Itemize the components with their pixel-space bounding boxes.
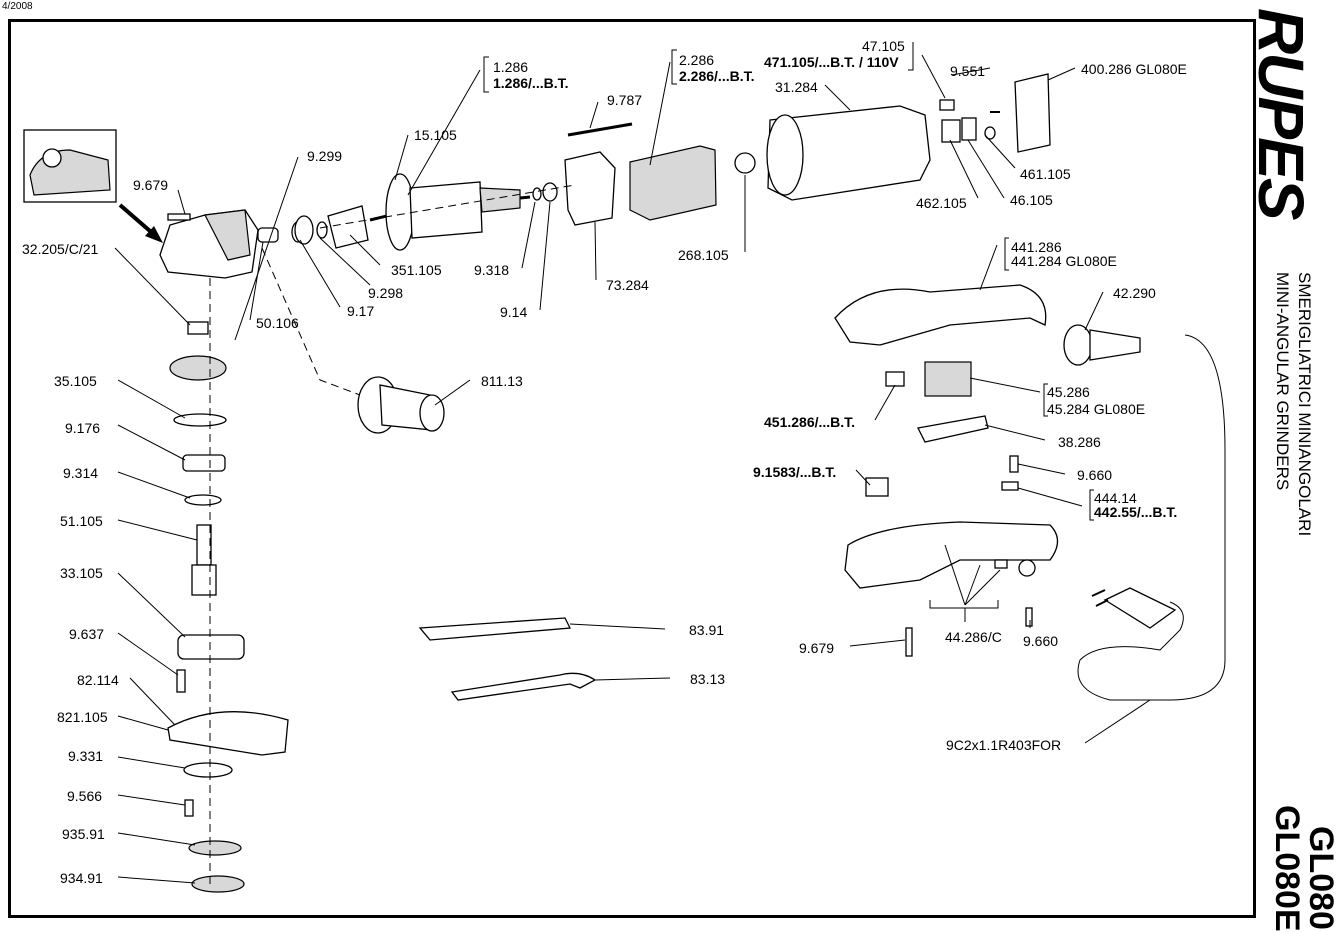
- part-label: 9.318: [474, 262, 510, 278]
- part-label: 42.290: [1113, 285, 1156, 301]
- revision-date: 4/2008: [2, 1, 33, 12]
- motor-housing: [766, 105, 931, 201]
- part-label: 451.286/...B.T.: [764, 414, 856, 430]
- part-label: 9.566: [67, 788, 103, 804]
- part-label: 9.660: [1077, 467, 1113, 483]
- part-label: 9.331: [68, 748, 104, 764]
- part-label: 442.55/...B.T.: [1094, 504, 1178, 520]
- brush-part: [939, 99, 955, 111]
- part-label: 9.551: [950, 63, 986, 79]
- part-label: 268.105: [678, 247, 729, 263]
- part-label: 471.105/...B.T. / 110V: [764, 54, 899, 70]
- switch-part: [924, 361, 972, 397]
- open-wrench: [450, 672, 597, 701]
- part-label: 9.787: [607, 92, 643, 108]
- bushing-part: [257, 227, 279, 243]
- model-number: GL080: [1302, 826, 1340, 930]
- arrow-icon: [118, 203, 163, 243]
- part-label: 35.105: [54, 373, 97, 389]
- part-label: 82.114: [77, 672, 119, 688]
- part-label: 9C2x1.1R403FOR: [946, 737, 1062, 753]
- part-label: 50.106: [256, 315, 299, 331]
- part-label: 83.91: [689, 622, 725, 638]
- pin-wrench: [418, 617, 572, 641]
- part-label: 9.314: [63, 465, 99, 481]
- part-label: 51.105: [60, 513, 103, 529]
- rear-handle-part: [834, 284, 1047, 346]
- fan-plate-part: [327, 205, 369, 249]
- part-label: 821.105: [57, 709, 108, 725]
- part-label: 45.286: [1047, 384, 1090, 400]
- terminal-part: [865, 477, 889, 497]
- part-label: 9.299: [307, 148, 343, 164]
- part-label: 47.105: [862, 38, 905, 54]
- inset-detail-view: [23, 129, 117, 203]
- part-label: 44.286/C: [945, 629, 1002, 645]
- side-handle-part: [357, 376, 445, 434]
- part-label: 46.105: [1010, 192, 1053, 208]
- power-cord: [1077, 334, 1226, 701]
- part-label: 400.286 GL080E: [1081, 61, 1187, 77]
- part-label: 934.91: [60, 870, 103, 886]
- part-label: 9.17: [347, 303, 375, 319]
- part-label: 9.637: [69, 626, 105, 642]
- part-label: 9.660: [1023, 633, 1059, 649]
- part-label: 441.286: [1011, 239, 1062, 255]
- model-number-e: GL080E: [1268, 805, 1306, 932]
- part-label: 9.176: [65, 420, 101, 436]
- part-label: 9.298: [368, 285, 404, 301]
- part-label: 811.13: [481, 373, 523, 389]
- part-label: 1.286: [493, 59, 529, 75]
- part-label: 1.286/...B.T.: [493, 75, 569, 91]
- part-label: 461.105: [1020, 166, 1071, 182]
- electronic-module: [1014, 73, 1051, 153]
- brush-holder-part: [941, 119, 961, 143]
- leader-lines: [114, 54, 1151, 884]
- part-label: 31.284: [775, 79, 818, 95]
- rod-part: [567, 122, 633, 137]
- part-label: 32.205/C/21: [22, 241, 99, 257]
- part-label: 444.14: [1094, 490, 1137, 506]
- part-label: 2.286: [679, 52, 715, 68]
- part-label: 2.286/...B.T.: [679, 68, 755, 84]
- rear-bearing-part: [734, 152, 756, 174]
- lower-handle-part: [844, 521, 1059, 589]
- bearing-part: [294, 215, 314, 245]
- part-label: 73.284: [606, 277, 649, 293]
- part-label: 441.284 GL080E: [1011, 253, 1117, 269]
- brand-logo: RUPES: [1245, 8, 1317, 219]
- diagram-frame: [8, 19, 1256, 918]
- part-label: 351.105: [391, 262, 442, 278]
- title-italian: SMERIGLIATRICI MINIANGOLARI: [1295, 272, 1314, 537]
- part-label: 15.105: [414, 127, 457, 143]
- switch-lever-part: [917, 415, 989, 443]
- part-label: 935.91: [62, 826, 105, 842]
- armature-part: [369, 173, 531, 251]
- title-english: MINI-ANGULAR GRINDERS: [1273, 272, 1292, 491]
- part-label: 462.105: [916, 195, 967, 211]
- part-label: 9.679: [799, 640, 835, 656]
- part-label: 45.284 GL080E: [1047, 401, 1146, 417]
- part-label: 38.286: [1058, 434, 1101, 450]
- stator-part: [629, 145, 717, 221]
- baffle-part: [564, 151, 616, 226]
- gear-housing: [159, 209, 259, 279]
- part-label: 83.13: [690, 671, 726, 687]
- part-label: 9.679: [133, 177, 169, 193]
- cable-guard-part: [1063, 324, 1141, 366]
- part-label: 33.105: [60, 565, 103, 581]
- part-label: 9.1583/...B.T.: [753, 464, 837, 480]
- spindle-assembly: [167, 321, 289, 893]
- part-label: 9.14: [500, 304, 528, 320]
